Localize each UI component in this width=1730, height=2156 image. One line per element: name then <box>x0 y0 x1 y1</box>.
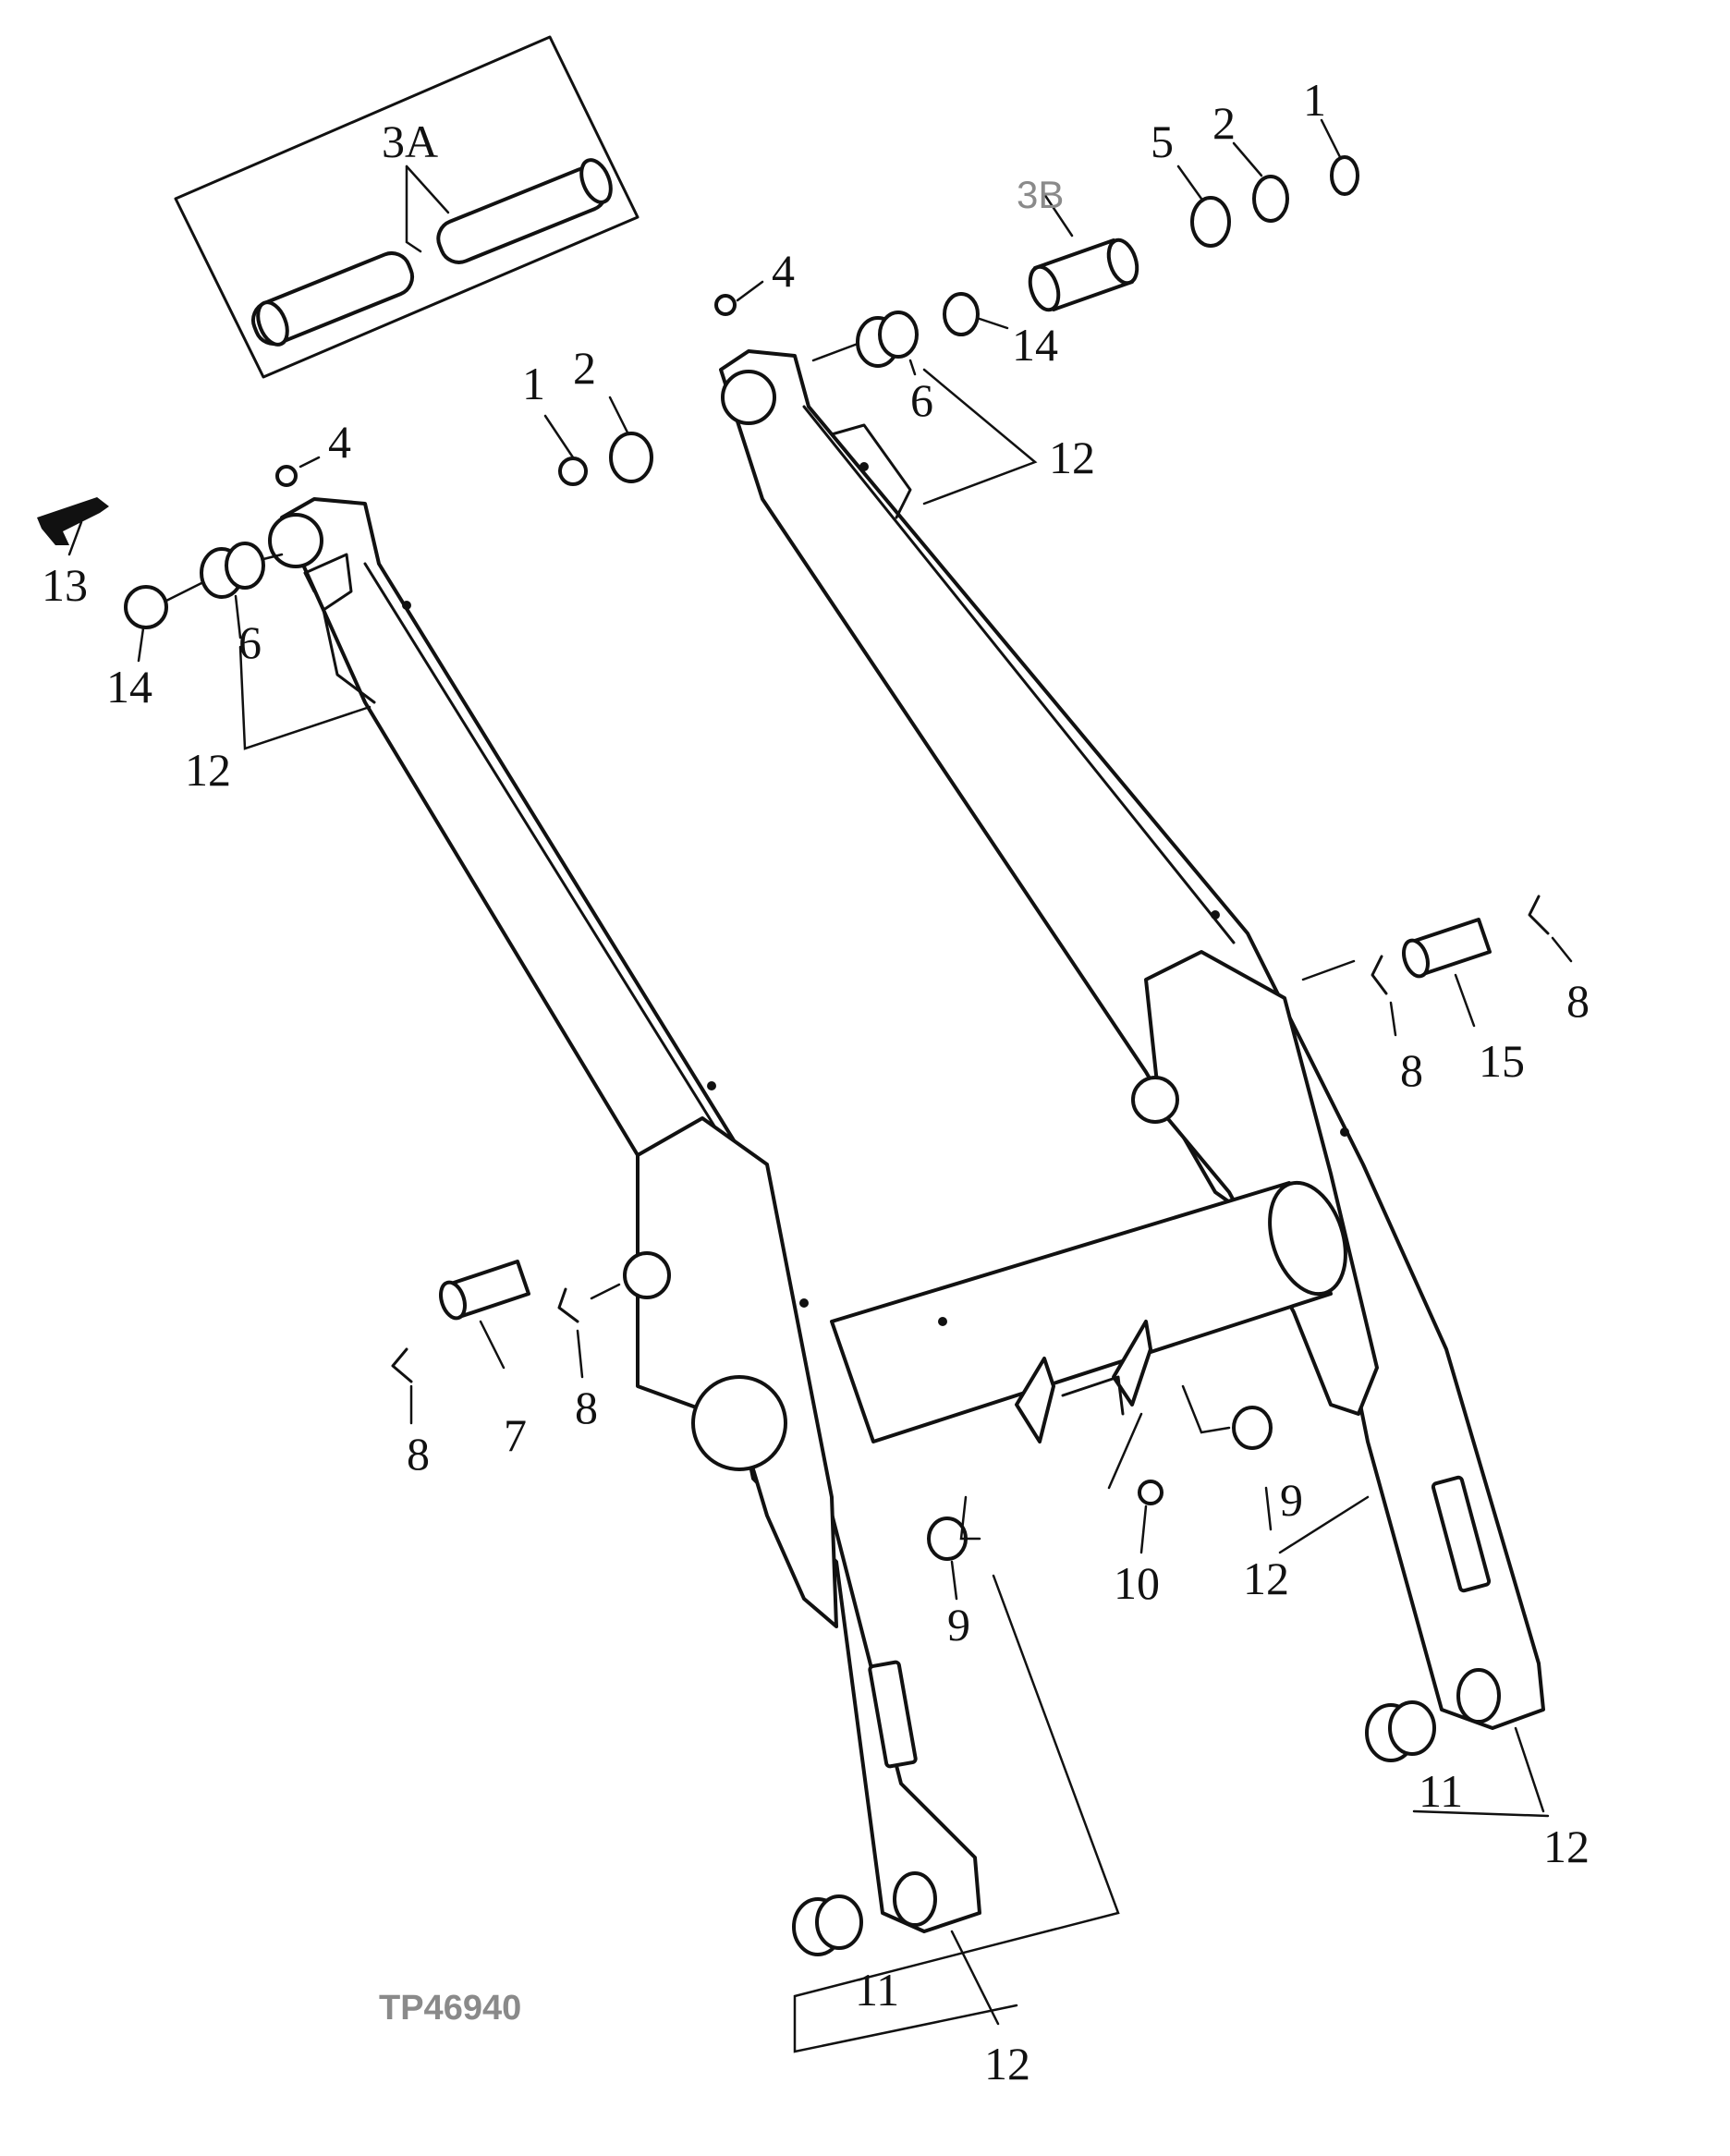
upper-left-parts <box>124 396 653 750</box>
callout-5: 5 <box>1151 116 1174 167</box>
left-arm <box>268 497 981 1933</box>
callout-14-left: 14 <box>106 661 152 713</box>
pin-7-assembly <box>391 1260 621 1425</box>
callout-9-right: 9 <box>1280 1474 1303 1526</box>
callout-3a: 3A <box>382 116 438 167</box>
callout-7: 7 <box>504 1409 527 1461</box>
callout-4-left: 4 <box>328 416 351 468</box>
right-arm <box>719 349 1545 1730</box>
callout-12-middle-right: 12 <box>1243 1553 1289 1604</box>
callout-12-bottom: 12 <box>984 2038 1030 2089</box>
callout-2-top-right: 2 <box>1212 97 1236 149</box>
callout-11-right: 11 <box>1419 1765 1463 1817</box>
drawing-code: TP46940 <box>379 1989 521 2028</box>
callout-4-right: 4 <box>772 245 795 297</box>
callout-12-upper-left: 12 <box>185 744 231 796</box>
cross-tube <box>830 1180 1347 1443</box>
callout-10: 10 <box>1114 1557 1160 1609</box>
callout-2-center: 2 <box>573 342 596 394</box>
pin-15-assembly <box>1301 895 1573 1037</box>
callout-8-left-outer: 8 <box>407 1428 430 1480</box>
upper-right-parts <box>714 118 1359 506</box>
callout-12-lower-right: 12 <box>1543 1821 1590 1872</box>
callout-labels: 3A 3B 5 2 1 4 14 6 12 1 2 4 13 14 6 12 8… <box>42 74 1590 2089</box>
callout-15: 15 <box>1479 1035 1525 1087</box>
callout-12-upper-right: 12 <box>1049 432 1095 483</box>
callout-8-right-inner: 8 <box>1400 1044 1423 1096</box>
arrow-icon <box>37 497 109 556</box>
callout-11-left: 11 <box>855 1964 899 2016</box>
callout-8-right-outer: 8 <box>1566 975 1590 1027</box>
callout-1-top-right: 1 <box>1303 74 1326 126</box>
inset-pin-3a <box>174 35 640 379</box>
callout-1-center: 1 <box>522 358 545 409</box>
bottom-parts <box>792 1384 1550 2053</box>
callout-9-left: 9 <box>947 1599 970 1650</box>
callout-8-left-inner: 8 <box>575 1382 598 1433</box>
callout-6-left: 6 <box>238 616 262 668</box>
callout-3b: 3B <box>1017 173 1064 216</box>
callout-6-right: 6 <box>910 374 933 426</box>
callout-13: 13 <box>42 559 88 611</box>
callout-14-right: 14 <box>1012 319 1058 371</box>
